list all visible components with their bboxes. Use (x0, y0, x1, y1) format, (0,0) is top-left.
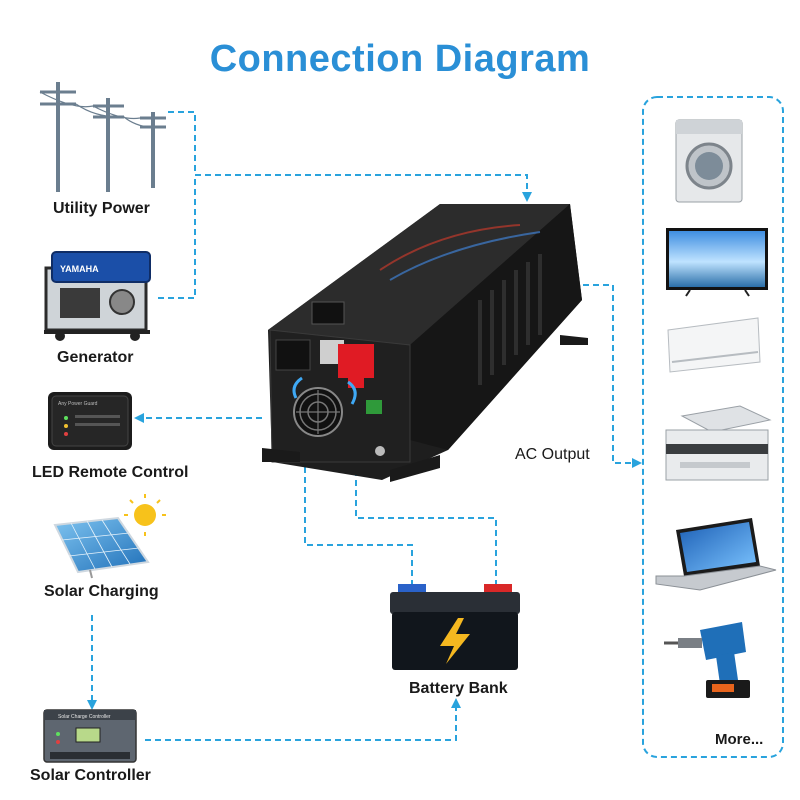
television-icon (666, 228, 768, 297)
label-more: More... (715, 731, 764, 748)
label-battery-bank: Battery Bank (409, 680, 508, 697)
svg-text:YAMAHA: YAMAHA (60, 264, 99, 274)
controller-battery-line (145, 698, 461, 741)
battery-bank-icon (390, 584, 520, 670)
svg-text:Solar Charge Controller: Solar Charge Controller (58, 714, 111, 720)
generator-line (158, 175, 196, 299)
connection-lines (87, 96, 784, 758)
label-solar-charging: Solar Charging (44, 583, 159, 600)
battery-negative-line (304, 438, 413, 586)
generator-icon: YAMAHA (44, 251, 151, 341)
loads-frame (642, 96, 784, 758)
ac-output-line (583, 284, 642, 468)
air-conditioner-icon (667, 317, 761, 373)
inverter-icon (262, 204, 588, 482)
laptop-icon (655, 518, 777, 591)
drill-icon (664, 622, 750, 698)
utility-pole-icon (39, 82, 167, 192)
page-title: Connection Diagram (209, 38, 591, 80)
battery-positive-line (355, 440, 497, 586)
label-generator: Generator (57, 349, 134, 366)
label-ac-output: AC Output (515, 446, 590, 463)
label-solar-controller: Solar Controller (30, 767, 151, 784)
label-led-remote-control: LED Remote Control (32, 464, 189, 481)
solar-controller-icon: Solar Charge Controller (43, 709, 137, 763)
led-remote-icon: Any Power Guard (48, 392, 132, 450)
washing-machine-icon (675, 119, 743, 203)
printer-icon (665, 405, 772, 481)
solar-panel-icon (53, 494, 166, 579)
svg-text:Any Power Guard: Any Power Guard (58, 401, 98, 407)
label-utility-power: Utility Power (53, 200, 150, 217)
utility-line (168, 111, 532, 202)
